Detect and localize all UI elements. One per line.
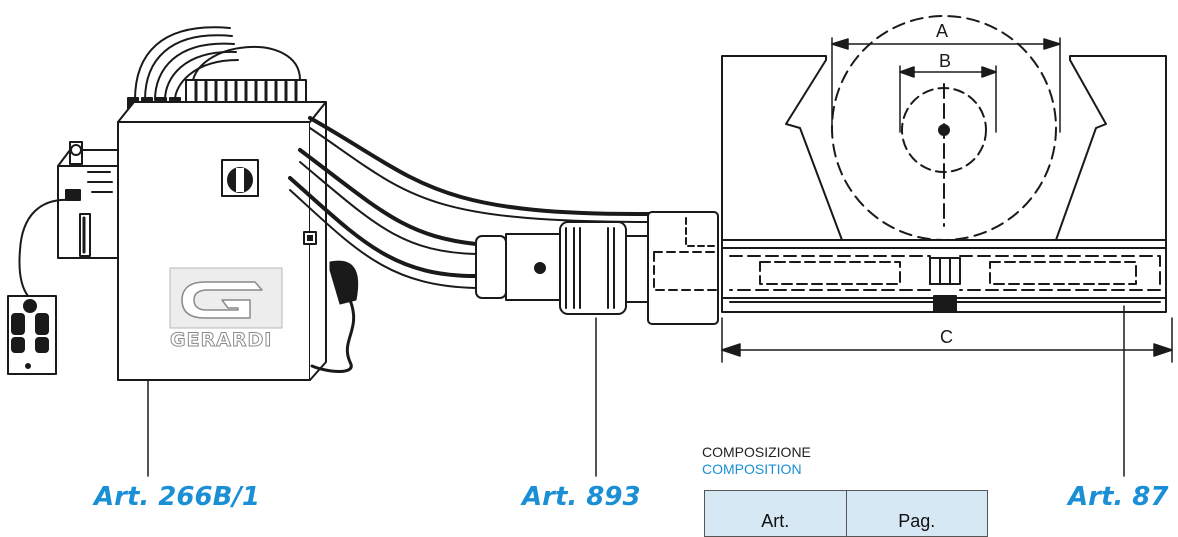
- brand-logo-text: GERARDI: [169, 329, 273, 352]
- article-label-893: Art. 893: [522, 482, 641, 512]
- hydraulic-hoses: [288, 116, 716, 289]
- rotary-joint-drawing: [475, 211, 719, 325]
- composition-title-english: COMPOSITION: [702, 461, 802, 477]
- article-label-87: Art. 87: [1068, 482, 1169, 512]
- leader-lines: [147, 305, 1125, 477]
- dimension-label-c: C: [940, 327, 953, 347]
- chuck-assembly-drawing: [721, 15, 1167, 313]
- technical-drawing: [7, 15, 1173, 477]
- composition-title-italian: COMPOSIZIONE: [702, 444, 811, 460]
- dimension-label-a: A: [936, 21, 949, 41]
- dimension-label-b: B: [939, 51, 952, 71]
- dimension-lines: [721, 38, 1173, 363]
- article-label-266b1: Art. 266B/1: [94, 482, 260, 512]
- hydraulic-unit-drawing: [7, 26, 359, 381]
